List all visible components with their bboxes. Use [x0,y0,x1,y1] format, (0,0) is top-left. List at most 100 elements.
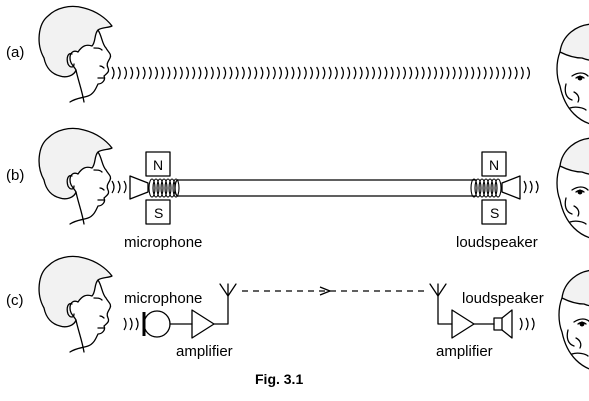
speaker-head-c [38,255,113,353]
sound-wave-arc [309,66,313,80]
sound-wave-arc [458,66,462,80]
microphone-diaphragm [129,175,149,200]
microphone-label-c: microphone [124,290,202,307]
listener-head-c [558,269,589,375]
microphone-symbol [142,310,171,338]
sound-wave-arc [402,66,406,80]
loudspeaker-coil [470,178,502,198]
wire-amp-to-antenna [213,295,229,325]
part-a-label: (a) [6,44,24,61]
sound-wave-arc [471,66,475,80]
sound-wave-arc [334,66,338,80]
sound-wave-arc [235,66,239,80]
speaker-head-a [38,5,113,103]
sound-wave-arc [136,66,140,80]
sound-waves-b-in [111,180,127,194]
sound-wave-arc [322,66,326,80]
connecting-wire [174,179,477,197]
sound-wave-arc [192,66,196,80]
sound-waves-c-in [123,317,139,331]
sound-wave-arc [229,66,233,80]
sound-wave-arc [111,66,115,80]
sound-wave-arc [260,66,264,80]
sound-wave-arc [495,66,499,80]
sound-wave-arc [291,66,295,80]
sound-wave-arc [452,66,456,80]
sound-wave-arc [210,66,214,80]
sound-wave-arc [278,66,282,80]
listener-head-a [556,23,589,129]
sound-wave-arc [130,66,134,80]
sound-wave-arc [285,66,289,80]
sound-wave-arc [142,66,146,80]
part-b: (b) N S N S [6,127,589,251]
sound-wave-arc [477,66,481,80]
listener-head-b [556,137,589,243]
receive-antenna [429,283,447,297]
sound-wave-arc [179,66,183,80]
sound-waves-c-out [519,317,535,331]
sound-wave-arc [384,66,388,80]
wire-antenna-to-amp [437,295,453,325]
sound-wave-arc [365,66,369,80]
loudspeaker-label-b: loudspeaker [456,234,538,251]
sound-wave-arc [328,66,332,80]
sound-wave-arc [359,66,363,80]
sound-wave-arc [148,66,152,80]
sound-wave-arc [340,66,344,80]
magnet-north-right: N [489,157,499,173]
sound-wave-arc [117,66,121,80]
sound-wave-arc [396,66,400,80]
figure-caption: Fig. 3.1 [255,371,303,387]
sound-wave-arc [198,66,202,80]
sound-wave-arc [371,66,375,80]
part-b-label: (b) [6,167,24,184]
loudspeaker-magnet: N S [481,151,507,225]
part-a: (a) [6,5,589,129]
part-c: (c) microphone amplifier [6,255,589,375]
amplifier-left-label: amplifier [176,343,233,360]
sound-wave-arc [161,66,165,80]
sound-wave-arc [390,66,394,80]
sound-wave-arc [185,66,189,80]
sound-wave-arc [297,66,301,80]
sound-wave-arc [303,66,307,80]
loudspeaker-label-c: loudspeaker [462,290,544,307]
sound-wave-arc [502,66,506,80]
sound-wave-arc [514,66,518,80]
sound-wave-arc [440,66,444,80]
sound-wave-arc [123,66,127,80]
sound-wave-arc [254,66,258,80]
sound-waves-b-out [523,180,539,194]
transmit-antenna [219,283,237,297]
microphone-label-b: microphone [124,234,202,251]
sound-wave-arc [316,66,320,80]
sound-wave-arc [173,66,177,80]
magnet-north-left: N [153,157,163,173]
sound-wave-arc [353,66,357,80]
sound-wave-arc [446,66,450,80]
sound-wave-arc [247,66,251,80]
sound-wave-arc [489,66,493,80]
sound-wave-arc [483,66,487,80]
sound-wave-arc [421,66,425,80]
sound-wave-arc [378,66,382,80]
sound-wave-arc [272,66,276,80]
magnet-south-left: S [154,205,163,221]
sound-wave-arc [508,66,512,80]
sound-wave-arc [433,66,437,80]
sound-wave-arc [409,66,413,80]
amplifier-right-label: amplifier [436,343,493,360]
sound-wave-arc [520,66,524,80]
speaker-head-b [38,127,113,225]
sound-wave-arc [427,66,431,80]
sound-wave-arc [347,66,351,80]
part-c-label: (c) [6,292,24,309]
sound-wave-arc [241,66,245,80]
sound-wave-arc [216,66,220,80]
sound-wave-arc [526,66,530,80]
sound-wave-arc [154,66,158,80]
magnet-south-right: S [490,205,499,221]
sound-wave-arc [266,66,270,80]
